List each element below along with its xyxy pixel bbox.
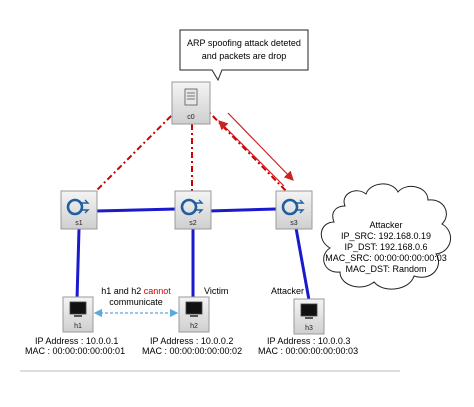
host-h1-mac: MAC : 00:00:00:00:00:01 — [25, 346, 125, 356]
callout-line2: and packets are drop — [202, 51, 287, 61]
data-links — [75, 207, 311, 301]
link-s1-h1 — [75, 228, 81, 301]
cloud-title: Attacker — [369, 220, 402, 230]
comm-note-line1: h1 and h2 cannot — [101, 286, 171, 296]
host-h2-mac: MAC : 00:00:00:00:00:02 — [142, 346, 242, 356]
switch-icon — [180, 198, 204, 216]
link-c0-s3 — [202, 105, 291, 196]
host-h3[interactable]: h3 — [293, 298, 325, 335]
switch-icon — [66, 198, 90, 216]
computer-icon — [300, 303, 318, 319]
link-s1-s2 — [95, 207, 177, 213]
switch-s1-label: s1 — [75, 220, 83, 227]
link-s2-s3 — [208, 207, 277, 213]
comm-note: h1 and h2 cannot communicate — [101, 286, 171, 307]
comm-note-highlight: cannot — [144, 286, 172, 296]
host-h1-label: h1 — [74, 323, 82, 330]
host-h2-label: h2 — [190, 323, 198, 330]
switch-s1[interactable]: s1 — [60, 190, 98, 230]
controller-s3-arrows — [218, 112, 294, 187]
host-h1-ip: IP Address : 10.0.0.1 — [35, 336, 118, 346]
comm-note-line2: communicate — [109, 297, 163, 307]
host-h3-mac: MAC : 00:00:00:00:00:03 — [258, 346, 358, 356]
victim-label: Victim — [204, 286, 228, 296]
attacker-label: Attacker — [271, 286, 304, 296]
server-icon — [184, 88, 198, 106]
callout-box — [179, 29, 309, 82]
arrow-s3-to-c0 — [218, 120, 285, 187]
host-h3-ip: IP Address : 10.0.0.3 — [267, 336, 350, 346]
callout: ARP spoofing attack deteted and packets … — [179, 29, 309, 82]
computer-icon — [69, 301, 87, 317]
switch-icon — [281, 198, 305, 216]
link-c0-s1 — [91, 105, 182, 196]
switch-s3[interactable]: s3 — [275, 190, 313, 230]
host-h1[interactable]: h1 — [62, 296, 94, 333]
callout-line1: ARP spoofing attack deteted — [187, 38, 301, 48]
arrow-c0-to-s3 — [227, 112, 294, 181]
host-info: IP Address : 10.0.0.1 MAC : 00:00:00:00:… — [25, 336, 358, 356]
host-h3-label: h3 — [305, 325, 313, 332]
host-h2-ip: IP Address : 10.0.0.2 — [150, 336, 233, 346]
cloud-shape — [320, 183, 451, 290]
link-s3-h3 — [294, 227, 311, 301]
cloud-ip-dst: IP_DST: 192.168.0.6 — [344, 242, 427, 252]
controller-links — [91, 105, 291, 196]
controller-c0[interactable]: c0 — [171, 81, 211, 125]
computer-icon — [185, 301, 203, 317]
switch-s3-label: s3 — [290, 220, 298, 227]
host-h2[interactable]: h2 — [178, 296, 210, 333]
comm-note-part1: h1 and h2 — [101, 286, 144, 296]
cloud-mac-src: MAC_SRC: 00:00:00:00:00:03 — [325, 253, 447, 263]
cloud-ip-src: IP_SRC: 192.168.0.19 — [341, 231, 431, 241]
switch-s2[interactable]: s2 — [174, 190, 212, 230]
attacker-cloud: Attacker IP_SRC: 192.168.0.19 IP_DST: 19… — [320, 183, 451, 290]
controller-label: c0 — [187, 114, 195, 121]
switch-s2-label: s2 — [189, 220, 197, 227]
cloud-mac-dst: MAC_DST: Random — [345, 264, 426, 274]
